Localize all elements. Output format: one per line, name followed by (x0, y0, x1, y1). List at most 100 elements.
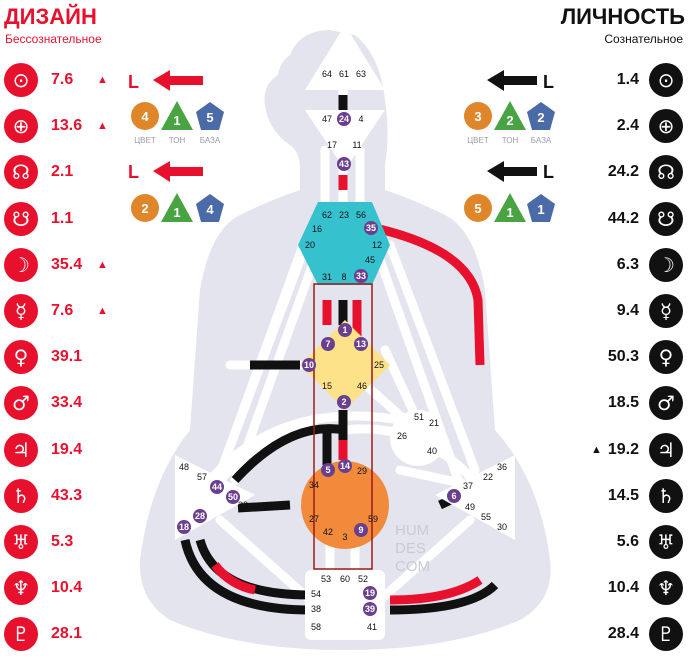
saturn-icon: ♄ (4, 478, 38, 513)
planet-gate-value: 28.1 (51, 625, 83, 643)
venus-icon: ♀ (649, 340, 683, 375)
gate-label: 49 (465, 502, 475, 512)
gate-badge-label: 24 (339, 114, 349, 124)
gate-badge: 44 (210, 480, 224, 494)
gate-label: 21 (429, 418, 439, 428)
gate-label: 58 (311, 622, 321, 632)
gate-badge-label: 7 (325, 339, 330, 349)
color-value: 4 (141, 109, 149, 124)
personality-planet-row[interactable]: 9.4☿ (607, 294, 683, 328)
mars-icon: ♂ (649, 386, 683, 421)
tone-value: 1 (506, 205, 513, 220)
gate-label: 30 (497, 522, 507, 532)
design-planet-row[interactable]: ♆10.4 (4, 571, 97, 606)
design-variables: L L 4 1 5 2 1 4 ЦВЕТ ТОН БАЗА (128, 70, 224, 222)
gate-badge: 5 (321, 463, 335, 477)
personality-planet-row[interactable]: 1.4⊙ (607, 63, 683, 97)
gate-label: 48 (179, 462, 189, 472)
gate-numbers: 64 61 63 47 4 17 11 62 23 56 16 20 12 45… (179, 69, 507, 632)
arrow-label: L (543, 72, 554, 92)
design-planet-row[interactable]: ♄ 43.3 (4, 478, 97, 513)
personality-planet-row[interactable]: 50.3♀ (598, 340, 683, 375)
planet-gate-value: 28.4 (607, 625, 639, 643)
gate-label: 31 (322, 272, 332, 282)
gate-label: 59 (368, 514, 378, 524)
gate-badge: 24 (337, 112, 351, 126)
gate-badge-label: 33 (356, 271, 366, 281)
design-planet-row[interactable]: ☽35.4▲ (4, 247, 108, 282)
gate-badge-label: 50 (228, 492, 238, 502)
personality-planet-row[interactable]: 28.4♇ (598, 617, 683, 652)
gate-label: 52 (358, 574, 368, 584)
gate-badge-label: 43 (339, 159, 349, 169)
left-arrow-icon (153, 70, 203, 91)
mercury-icon: ☿ (649, 294, 683, 328)
gate-badge-label: 9 (358, 525, 363, 535)
color-value: 3 (474, 109, 481, 124)
gate-label: 40 (427, 446, 437, 456)
root-center (305, 570, 385, 640)
gate-badge: 39 (363, 602, 377, 616)
gate-badge-label: 10 (304, 360, 314, 370)
personality-planet-row[interactable]: ▲19.2♃ (587, 432, 683, 467)
planet-gate-value: 14.5 (607, 486, 639, 504)
design-planet-row[interactable]: ♇ 28.1 (4, 617, 97, 652)
design-planet-row[interactable]: ♀39.1 (4, 340, 97, 375)
color-value: 2 (141, 201, 148, 216)
arrow-label: L (128, 72, 139, 92)
gate-label: 64 (322, 69, 332, 79)
gate-label: 22 (483, 472, 493, 482)
planet-gate-value: 39.1 (51, 348, 83, 366)
gate-badge-label: 19 (365, 588, 375, 598)
gate-badge-label: 2 (341, 397, 346, 407)
base-value: 2 (537, 110, 544, 125)
north-node-icon: ☊ (4, 155, 38, 190)
personality-planet-row[interactable]: 44.2☋ (598, 201, 683, 236)
exaltation-triangle-icon: ▲ (590, 443, 602, 456)
gate-label: 41 (367, 622, 377, 632)
moon-icon: ☽ (649, 247, 683, 282)
neptune-icon: ♆ (4, 571, 38, 606)
personality-planet-row[interactable]: 5.6♅ (607, 525, 683, 559)
planet-gate-value: 13.6 (51, 117, 83, 135)
planet-gate-value: 43.3 (51, 486, 83, 504)
planet-gate-value: 7.6 (51, 71, 74, 88)
solar-plexus-center (435, 455, 515, 540)
personality-planet-row[interactable]: 18.5♂ (598, 386, 683, 421)
design-planet-row[interactable]: ♅5.3 (4, 525, 97, 559)
gate-badge-label: 13 (356, 339, 366, 349)
gate-label: 15 (322, 381, 332, 391)
design-planet-row[interactable]: ☋1.1 (4, 201, 97, 236)
design-planet-row[interactable]: ⊕13.6▲ (4, 109, 108, 144)
planet-gate-value: 19.2 (607, 440, 639, 458)
left-arrow-icon (153, 161, 203, 182)
color-value: 5 (474, 201, 481, 216)
variable-caption: ЦВЕТ (134, 136, 156, 145)
pluto-icon: ♇ (4, 617, 38, 652)
design-planet-row[interactable]: ⊙7.6▲ (4, 63, 108, 97)
neptune-icon: ♆ (649, 571, 683, 606)
planet-gate-value: 1.1 (51, 209, 74, 227)
gate-badge: 9 (354, 523, 368, 537)
gate-label: 32 (238, 500, 248, 510)
design-planet-row[interactable]: ☿7.6▲ (4, 294, 108, 328)
gate-label: 16 (312, 224, 322, 234)
gate-label: 11 (352, 140, 361, 150)
personality-planet-row[interactable]: 10.4♆ (598, 571, 683, 606)
gate-badges: 24 43 35 33 1 7 13 10 2 5 14 9 44 50 28 … (177, 112, 461, 616)
planet-gate-value: 2.4 (616, 117, 639, 135)
personality-planet-row[interactable]: 2.4⊕ (607, 109, 683, 144)
personality-planet-row[interactable]: 6.3☽ (607, 247, 683, 282)
gate-badge-label: 1 (342, 325, 347, 335)
design-planet-row[interactable]: ♂33.4 (4, 386, 97, 421)
planet-gate-value: 33.4 (51, 394, 83, 412)
design-planet-row[interactable]: ☊2.1 (4, 155, 97, 190)
gate-badge: 35 (364, 221, 378, 235)
gate-badge-label: 14 (340, 461, 350, 471)
personality-planet-row[interactable]: 24.2☊ (598, 155, 683, 190)
design-planet-row[interactable]: ♃19.4 (4, 432, 97, 467)
personality-planet-row[interactable]: 14.5♄ (598, 478, 683, 513)
gate-badge: 2 (337, 395, 351, 409)
personality-variables: L L 3 2 2 5 1 1 ЦВЕТ ТОН БАЗА (464, 70, 555, 222)
